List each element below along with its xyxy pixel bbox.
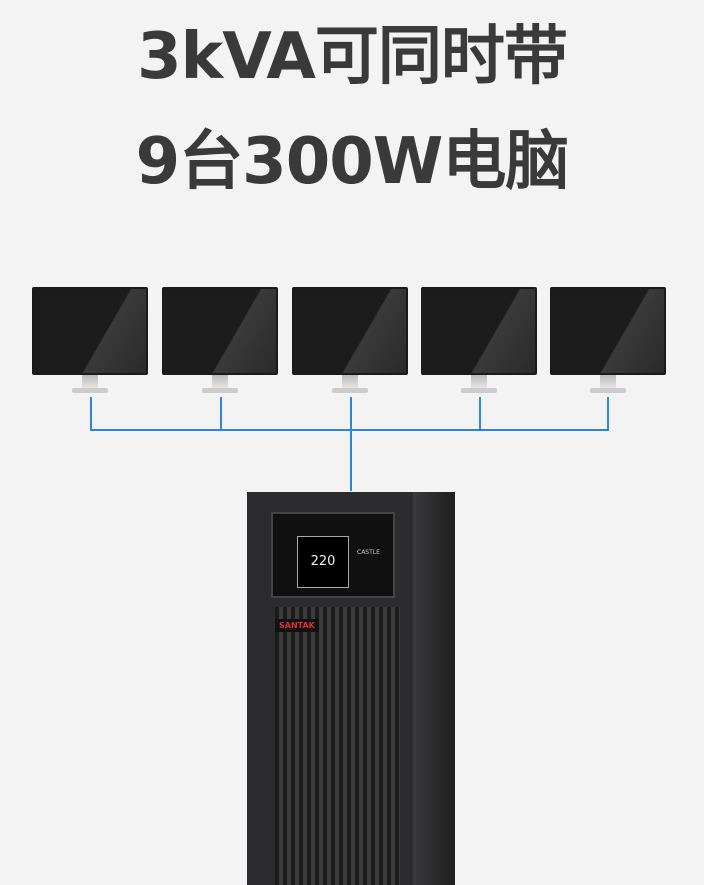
panel-brand: CASTLE [357, 549, 380, 556]
ups-control-panel: 220 CASTLE [271, 512, 395, 598]
headline-line-1: 3kVA可同时带 [137, 20, 568, 94]
ups-unit: 220 CASTLE SANTAK [247, 492, 455, 885]
ups-vent-grill [275, 607, 400, 885]
monitor-3 [292, 287, 408, 397]
ups-lcd-display: 220 [297, 536, 349, 588]
wire-bus [90, 429, 609, 431]
wire-drop-1 [90, 397, 92, 430]
wire-drop-2 [220, 397, 222, 430]
headline-line-2: 9台300W电脑 [135, 125, 570, 199]
wire-drop-4 [479, 397, 481, 430]
monitor-1 [32, 287, 148, 397]
santak-logo: SANTAK [275, 619, 319, 632]
wire-drop-5 [607, 397, 609, 430]
wire-drop-center [350, 397, 352, 491]
monitor-4 [421, 287, 537, 397]
monitor-2 [162, 287, 278, 397]
monitor-5 [550, 287, 666, 397]
